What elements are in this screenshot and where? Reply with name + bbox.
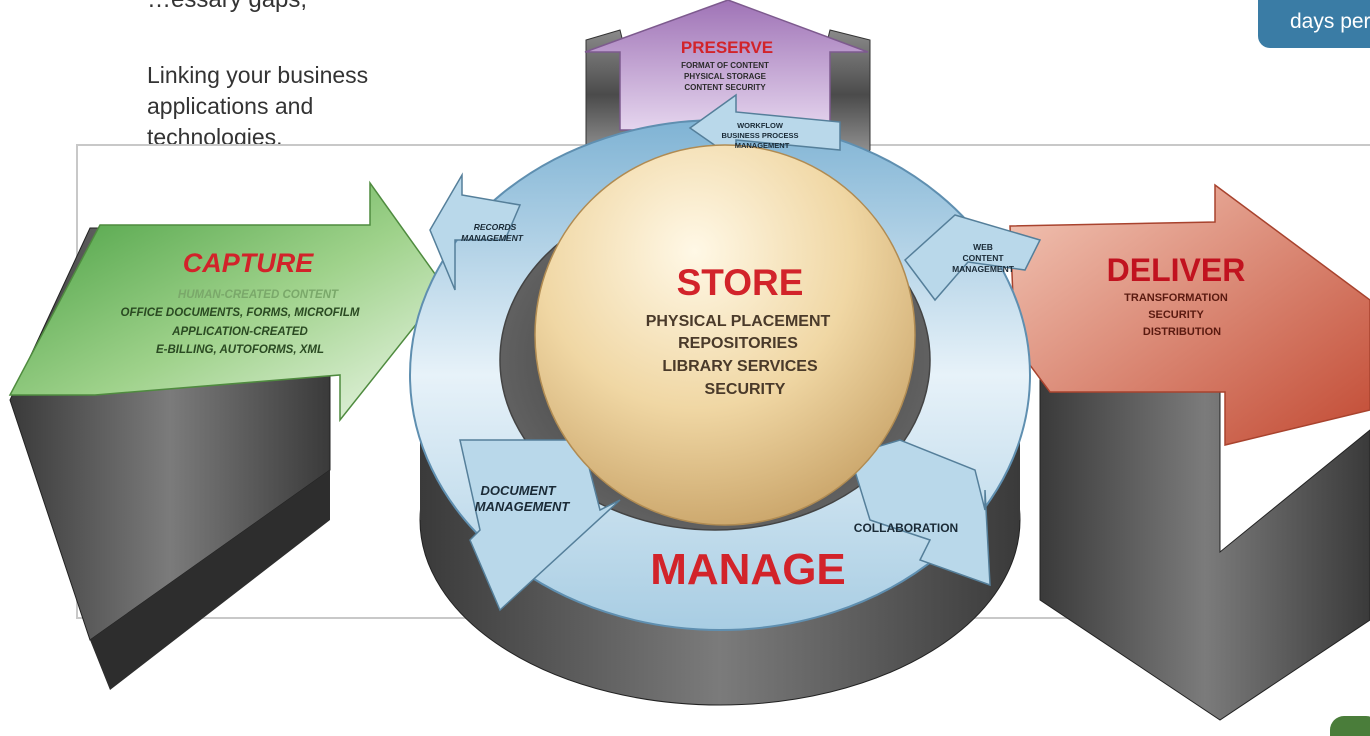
store-line-4: SECURITY (705, 381, 786, 398)
deliver-line-2: SECURITY (1148, 309, 1204, 321)
records-line-1: RECORDS (474, 222, 517, 232)
corner-decoration (1330, 716, 1370, 736)
manage-title: MANAGE (650, 545, 846, 594)
workflow-line-3: MANAGEMENT (735, 141, 790, 150)
preserve-line-1: FORMAT OF CONTENT (681, 61, 769, 70)
capture-title: CAPTURE (183, 248, 314, 278)
deliver-line-1: TRANSFORMATION (1124, 292, 1228, 304)
capture-arrow (8, 180, 446, 690)
store-line-3: LIBRARY SERVICES (662, 358, 818, 375)
store-line-1: PHYSICAL PLACEMENT (646, 313, 831, 330)
capture-line-2: OFFICE DOCUMENTS, FORMS, MICROFILM (121, 307, 360, 319)
document-line-2: MANAGEMENT (475, 499, 571, 514)
workflow-line-2: BUSINESS PROCESS (721, 131, 798, 140)
store-title: STORE (677, 262, 804, 303)
web-line-2: CONTENT (962, 253, 1004, 263)
preserve-title: PRESERVE (681, 38, 773, 57)
preserve-line-3: CONTENT SECURITY (684, 83, 766, 92)
deliver-line-3: DISTRIBUTION (1143, 326, 1221, 338)
corner-badge: days per (1258, 0, 1370, 48)
capture-line-4: E-BILLING, AUTOFORMS, XML (156, 344, 324, 356)
web-line-3: MANAGEMENT (952, 264, 1015, 274)
preserve-line-2: PHYSICAL STORAGE (684, 72, 767, 81)
workflow-line-1: WORKFLOW (737, 121, 784, 130)
intro-text: Linking your business applications and t… (147, 62, 369, 150)
capture-line-3: APPLICATION-CREATED (171, 326, 308, 338)
cut-off-heading-text: …essary gaps, (147, 0, 307, 14)
ring-arrows (429, 93, 1042, 612)
collaboration-label: COLLABORATION (854, 521, 958, 535)
deliver-arrow (1009, 183, 1370, 721)
capture-line-1: HUMAN-CREATED CONTENT (178, 289, 339, 301)
web-line-1: WEB (973, 242, 993, 252)
records-line-2: MANAGEMENT (461, 233, 524, 243)
document-line-1: DOCUMENT (480, 483, 556, 498)
store-line-2: REPOSITORIES (678, 335, 798, 352)
deliver-title: DELIVER (1107, 252, 1246, 288)
store-sphere (534, 144, 916, 526)
